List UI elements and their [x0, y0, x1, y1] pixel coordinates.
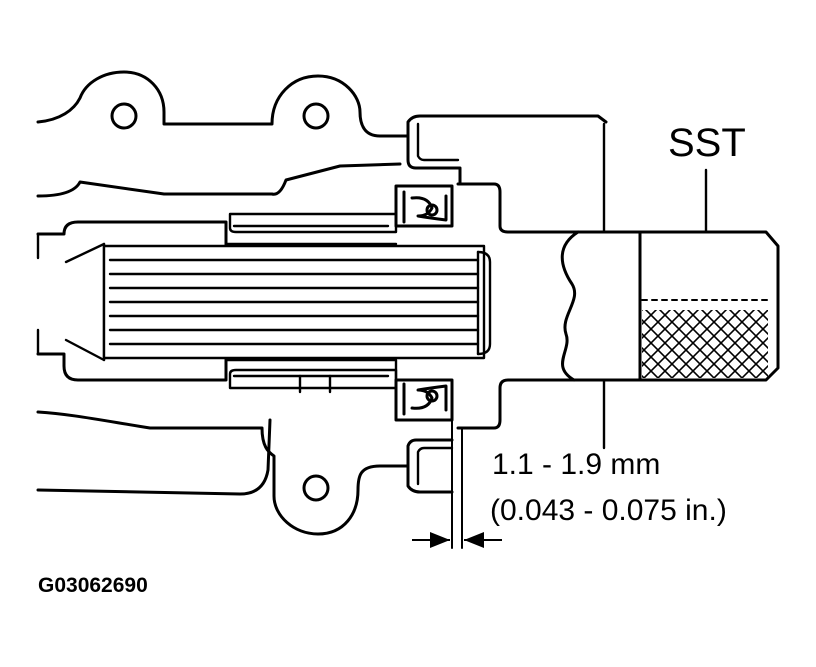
oil-seal-lower	[394, 378, 454, 422]
housing-top-flange	[406, 134, 462, 186]
bolt-hole	[302, 102, 330, 130]
oil-seal-upper	[394, 184, 454, 228]
housing-bottom-inner	[36, 418, 272, 496]
bolt-hole	[110, 102, 138, 130]
housing-top-lower-edge	[36, 162, 402, 198]
bolt-hole	[302, 474, 330, 502]
sst-tool	[456, 122, 780, 450]
sst-label: SST	[668, 121, 746, 165]
dimension-in-label: (0.043 - 0.075 in.)	[490, 494, 727, 527]
knurled-grip	[642, 310, 768, 378]
housing-bottom-outline	[36, 410, 454, 536]
spline-shaft	[102, 244, 492, 360]
shaft-left-end	[36, 220, 228, 382]
figure-code: G03062690	[38, 574, 148, 597]
dimension-mm-label: 1.1 - 1.9 mm	[492, 448, 660, 481]
housing-top-outline	[36, 70, 608, 138]
